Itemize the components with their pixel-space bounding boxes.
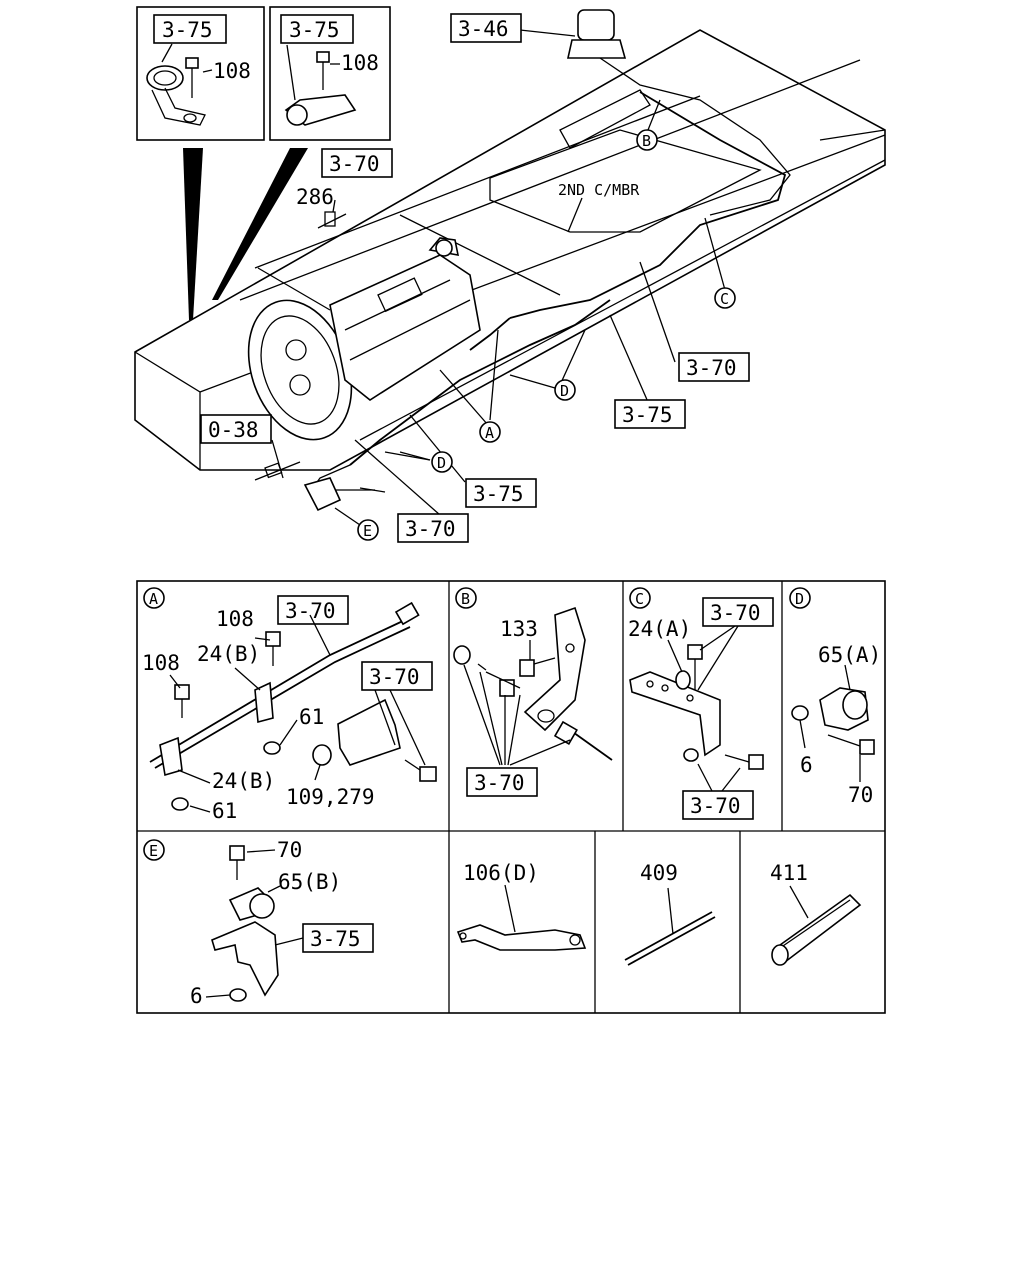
panel-a-letter: A	[149, 590, 158, 608]
inset-left: 3-75 108	[136, 6, 265, 141]
panel-d-6: 6	[800, 753, 813, 777]
panel-a-24b-bottom: 24(B)	[212, 769, 275, 793]
inset-left-ref: 3-75	[162, 18, 213, 42]
circle-e-top: E	[357, 519, 379, 541]
panel-106d-label: 106(D)	[463, 861, 539, 885]
top-ref-3-75-right: 3-75	[614, 399, 686, 429]
air-dryer	[567, 9, 791, 216]
panel-e-6: 6	[190, 984, 203, 1008]
panel-a-ref1: 3-70	[285, 599, 336, 623]
svg-text:D: D	[560, 382, 569, 400]
panel-e-65b: 65(B)	[278, 870, 341, 894]
top-ref-0-38: 0-38	[200, 414, 272, 444]
circle-b-top: B	[636, 129, 658, 151]
panel-d: D 65(A) 6 70	[789, 587, 881, 807]
panel-d-65a: 65(A)	[818, 643, 881, 667]
panel-d-letter: D	[795, 590, 804, 608]
inset-right-part: 108	[341, 51, 379, 75]
top-ref-3-46: 3-46	[450, 13, 522, 43]
panel-a-61-right: 61	[299, 705, 324, 729]
panel-a-ref2: 3-70	[369, 665, 420, 689]
top-ref-3-70-a: 3-70	[321, 148, 393, 178]
svg-text:0-38: 0-38	[208, 418, 259, 442]
circle-a-top: A	[479, 421, 501, 443]
svg-text:3-75: 3-75	[622, 403, 673, 427]
inset-left-part: 108	[213, 59, 251, 83]
svg-text:B: B	[642, 132, 651, 150]
svg-text:3-70: 3-70	[405, 517, 456, 541]
panel-c-24a: 24(A)	[628, 617, 691, 641]
circle-c-top: C	[714, 287, 736, 309]
svg-text:C: C	[720, 290, 729, 308]
panel-a-61-bottom: 61	[212, 799, 237, 823]
top-ref-3-70-bottom: 3-70	[397, 513, 469, 543]
panel-a-108-left: 108	[142, 651, 180, 675]
panel-411-label: 411	[770, 861, 808, 885]
circle-d-top-right: D	[554, 379, 576, 401]
panel-a: A 3-70 3-70 108 108 24(B) 24(B) 61 61 10…	[142, 587, 437, 823]
panel-c-letter: C	[635, 590, 644, 608]
panel-a-24b-top: 24(B)	[197, 642, 260, 666]
panel-d-70: 70	[848, 783, 873, 807]
panel-b-133: 133	[500, 617, 538, 641]
svg-text:D: D	[437, 454, 446, 472]
svg-text:A: A	[485, 424, 494, 442]
panel-e-70: 70	[277, 838, 302, 862]
svg-text:E: E	[363, 522, 372, 540]
svg-text:3-75: 3-75	[473, 482, 524, 506]
panel-409: 409	[624, 861, 716, 966]
panel-c-ref1: 3-70	[710, 601, 761, 625]
panel-a-109-279: 109,279	[286, 785, 375, 809]
panel-106d: 106(D)	[456, 861, 587, 951]
panel-e-ref: 3-75	[310, 927, 361, 951]
panel-c-ref2: 3-70	[690, 794, 741, 818]
panel-e: E 70 65(B) 3-75 6	[143, 838, 374, 1008]
panel-a-108-top: 108	[216, 607, 254, 631]
panel-b-ref: 3-70	[474, 771, 525, 795]
top-ref-3-75-mid: 3-75	[465, 478, 537, 508]
top-ref-3-70-right: 3-70	[678, 352, 750, 382]
panel-b: B 133 3-70	[453, 587, 613, 797]
svg-text:3-46: 3-46	[458, 17, 509, 41]
inset-right: 3-75 108	[269, 6, 391, 141]
part-286-label: 286	[296, 185, 334, 209]
chassis-illustration	[134, 9, 886, 526]
circle-d-top-left: D	[431, 451, 453, 473]
panel-e-letter: E	[149, 842, 158, 860]
panel-411: 411	[770, 861, 862, 966]
inset-right-ref: 3-75	[289, 18, 340, 42]
panel-b-letter: B	[461, 590, 470, 608]
svg-text:3-70: 3-70	[686, 356, 737, 380]
svg-text:3-70: 3-70	[329, 152, 380, 176]
second-cross-member-label: 2ND C/MBR	[558, 181, 640, 199]
panel-c: C 24(A) 3-70 3-70	[628, 587, 774, 820]
panel-409-label: 409	[640, 861, 678, 885]
